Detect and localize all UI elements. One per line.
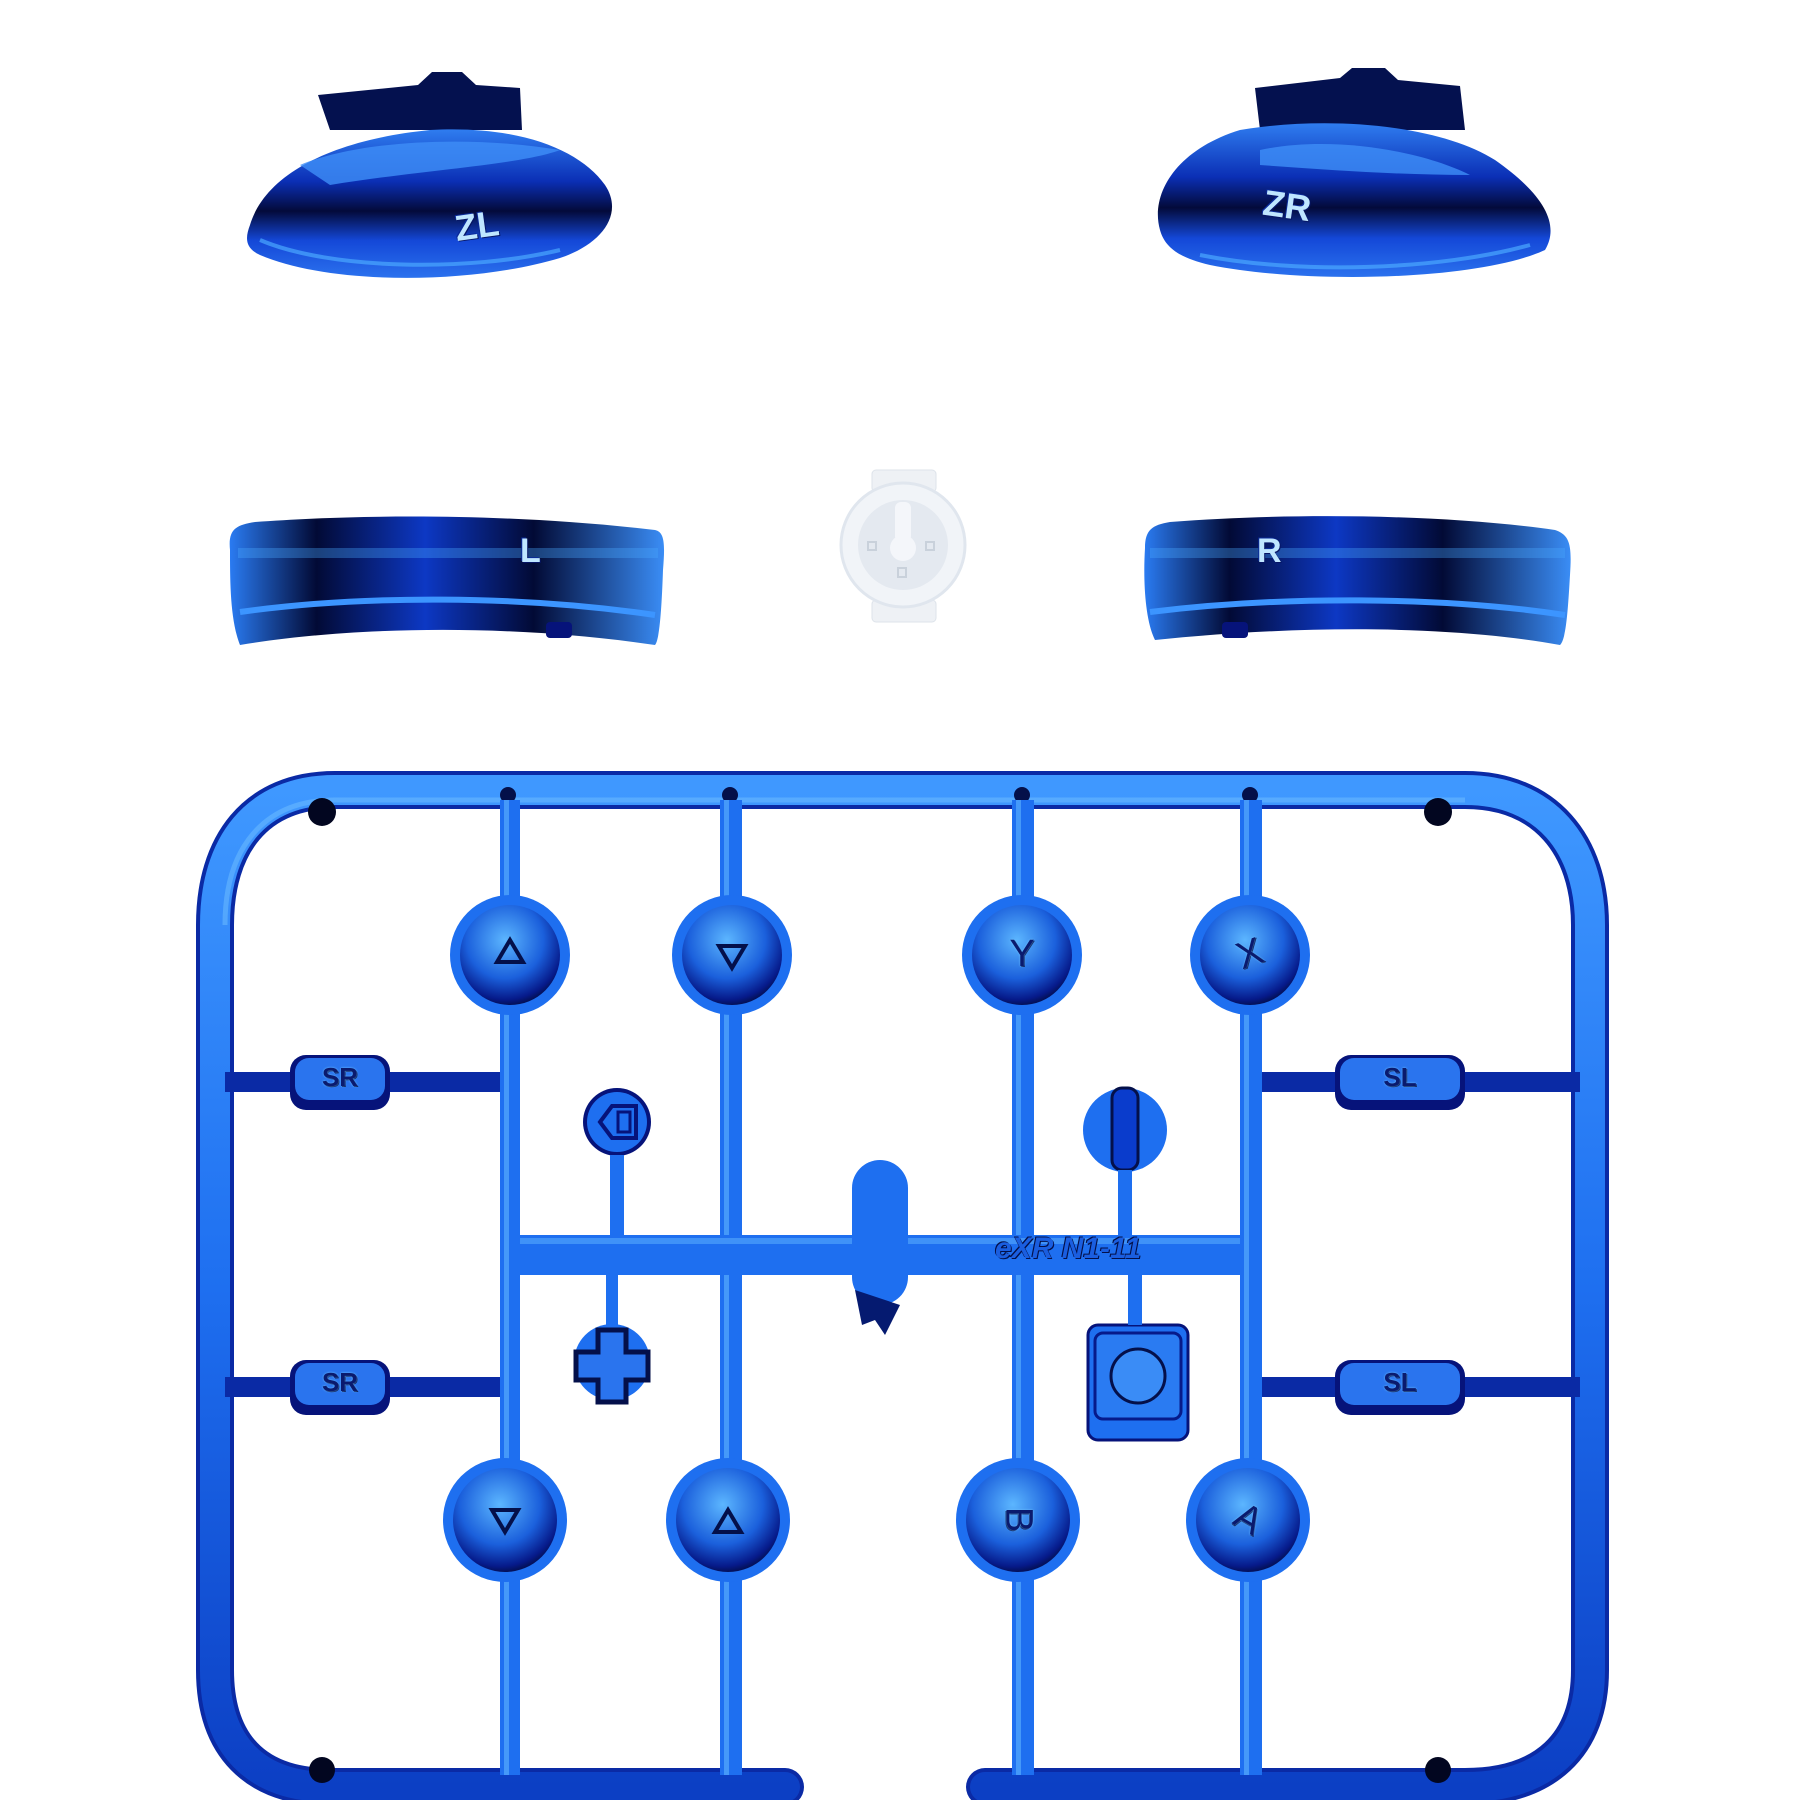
face-symbols (488, 936, 749, 1536)
side-rail-buttons (225, 1055, 1580, 1415)
l-bumper (229, 516, 665, 645)
zr-trigger (1157, 68, 1551, 277)
face-buttons-bottom (443, 1458, 1310, 1582)
small-buttons (573, 1086, 1190, 1442)
face-buttons-top (450, 895, 1310, 1015)
sprue-frame (196, 771, 1609, 1800)
zl-trigger (247, 72, 613, 278)
clear-membrane (839, 469, 967, 623)
r-bumper (1144, 516, 1571, 645)
